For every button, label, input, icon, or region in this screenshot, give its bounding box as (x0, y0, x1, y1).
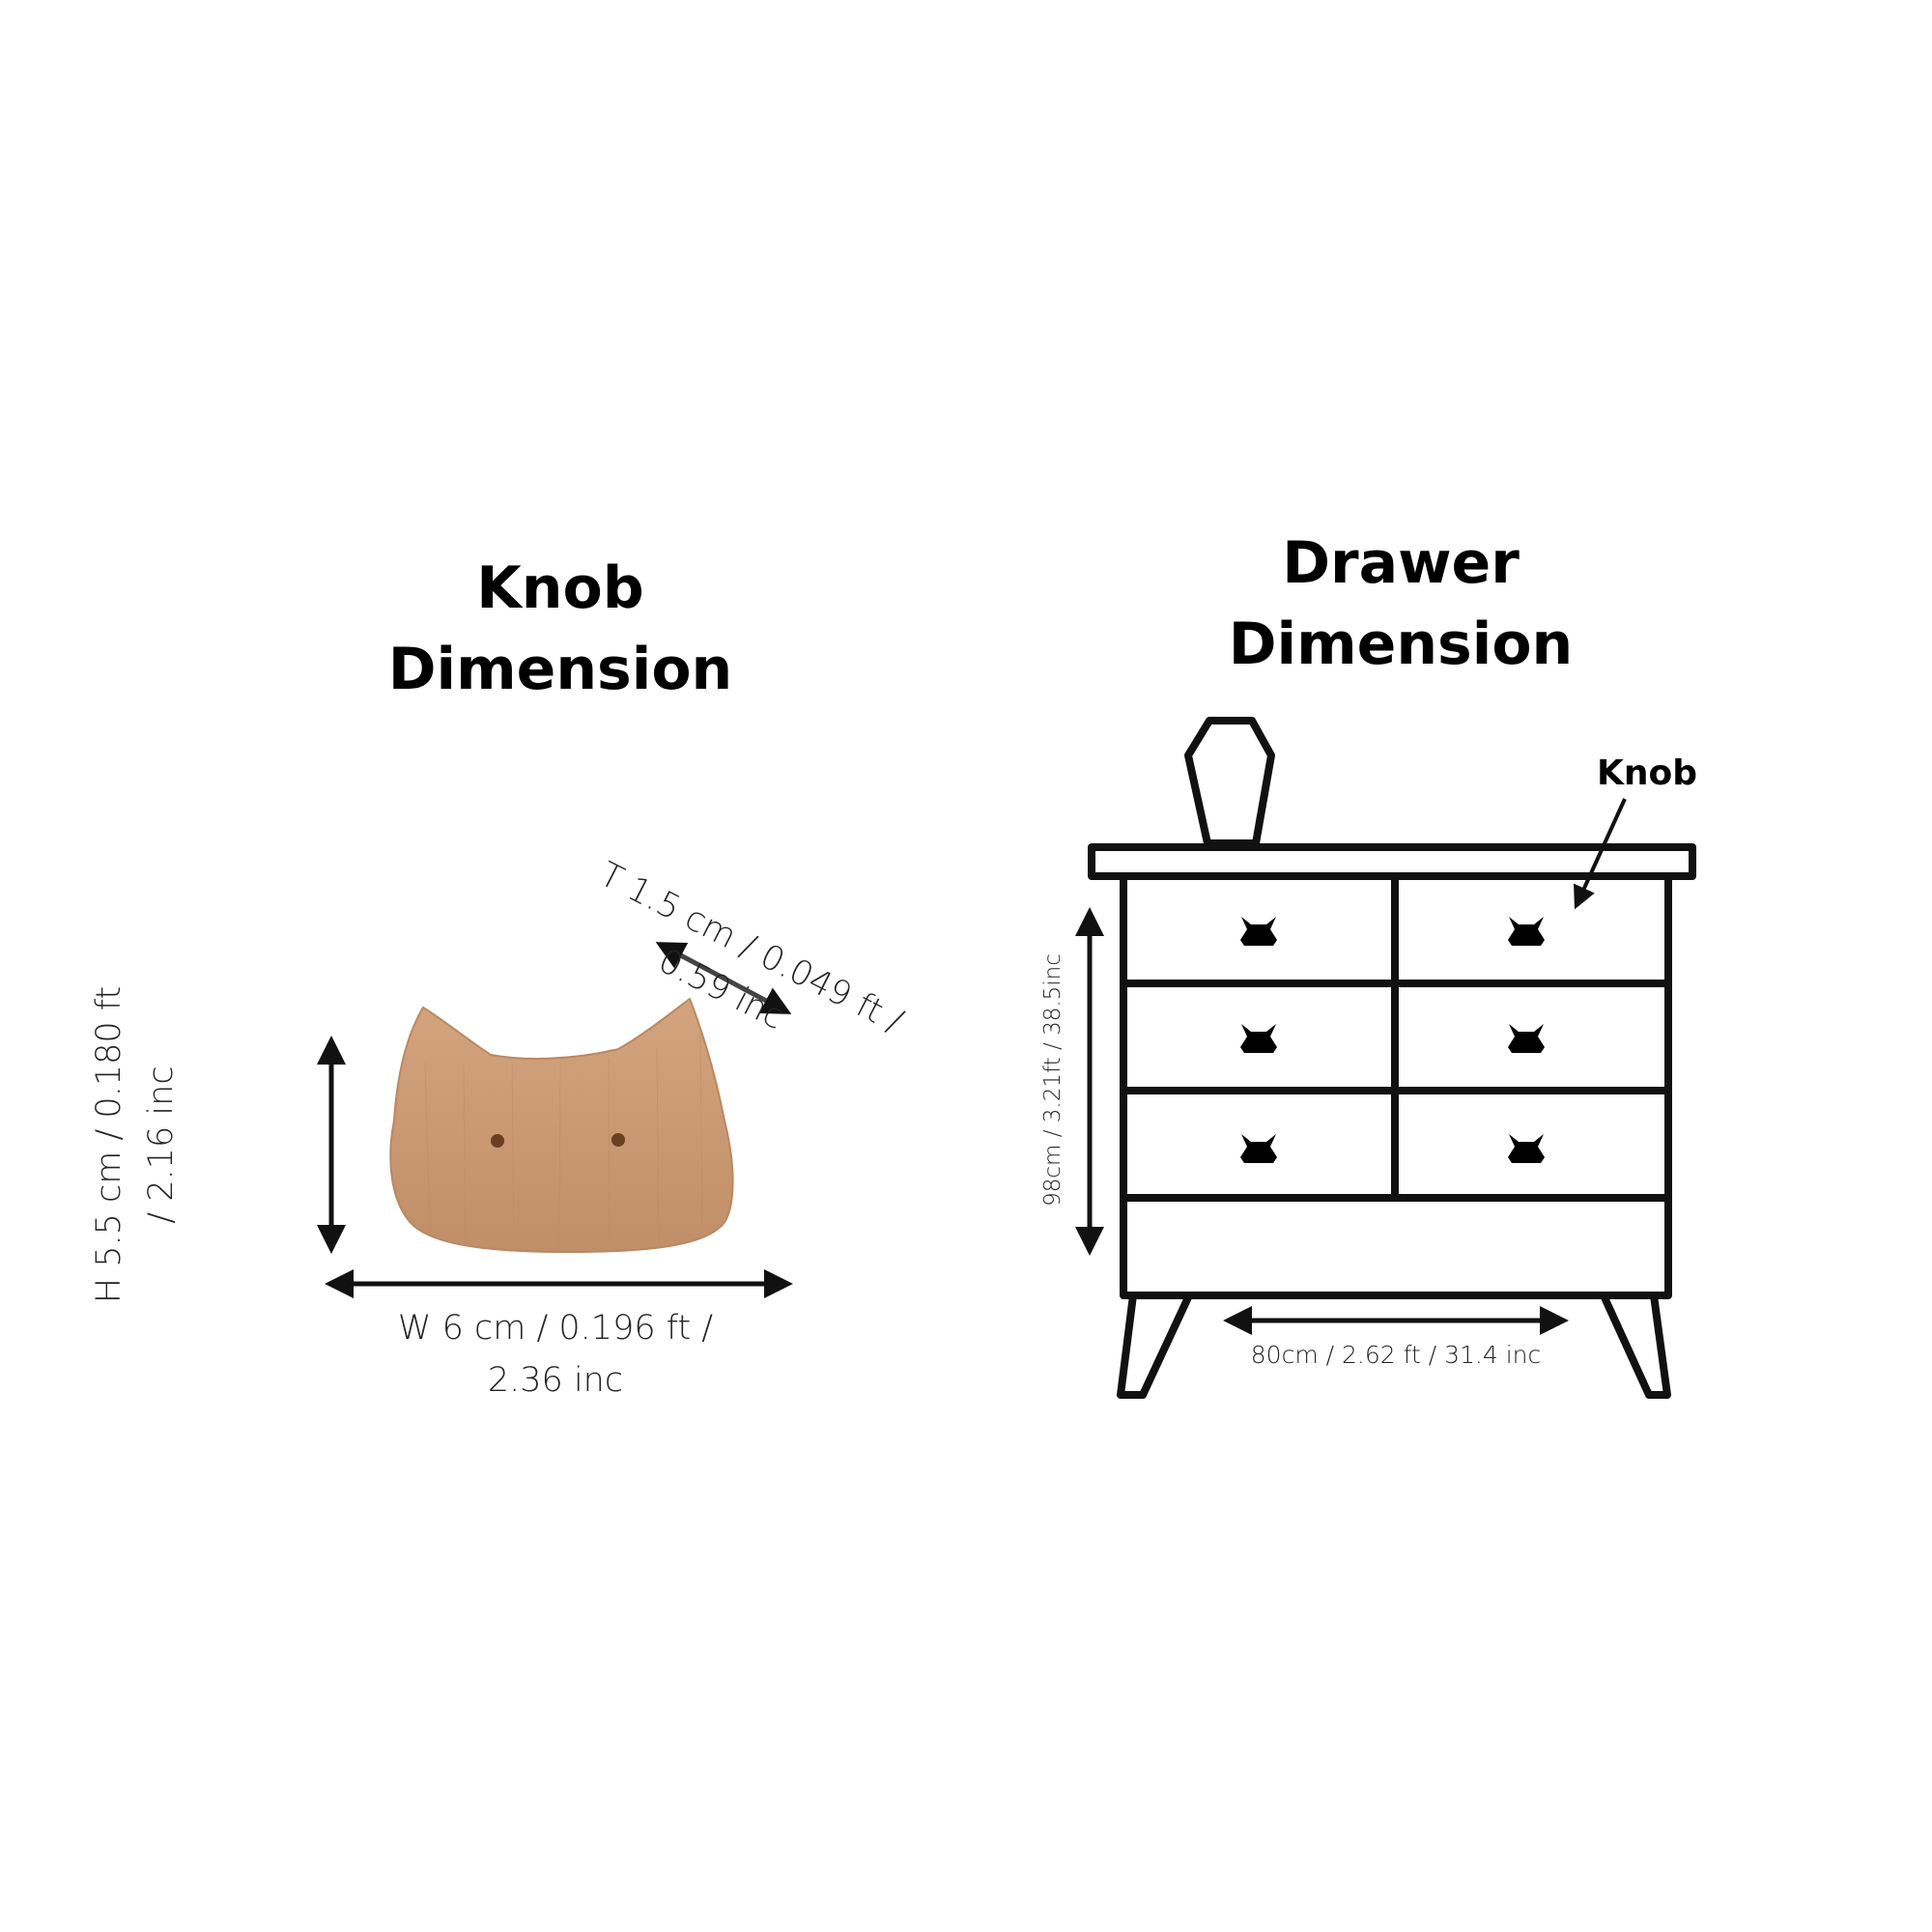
vase-icon (1184, 717, 1275, 847)
cat-knob-icon (1240, 917, 1277, 946)
cat-knob-icon (1508, 1134, 1545, 1163)
drawer-height-label: 98cm / 3.21ft / 38.5inc (1040, 953, 1065, 1207)
knob-pointer-arrow (1574, 798, 1627, 910)
drawer-knob-label: Knob (1596, 753, 1698, 793)
cat-knob-image (389, 997, 734, 1254)
knob-height-line2: / 2.16 inc (142, 1065, 181, 1224)
drawer-title: Drawer Dimension (1217, 523, 1584, 685)
knob-thickness-arrow (655, 942, 792, 1014)
drawer-title-line1: Drawer (1282, 529, 1520, 597)
cat-knob-icon (1240, 1024, 1277, 1053)
knob-title-line1: Knob (476, 554, 644, 622)
drawer-illustration (1088, 717, 1696, 1399)
knob-height-label: H 5.5 cm / 0.180 ft / 2.16 inc (83, 985, 187, 1304)
knob-title-line2: Dimension (387, 636, 733, 703)
cat-knob-icon (1240, 1134, 1277, 1163)
drawer-knob-icons (1240, 917, 1545, 1163)
drawer-title-line2: Dimension (1228, 611, 1574, 678)
cat-eye-left (491, 1134, 504, 1148)
drawer-leg-left (1117, 1293, 1193, 1399)
knob-width-line1: W 6 cm / 0.196 ft / (397, 1309, 714, 1348)
knob-height-line1: H 5.5 cm / 0.180 ft (90, 985, 128, 1304)
cat-knob-icon (1508, 1024, 1545, 1053)
cat-eye-right (611, 1133, 625, 1147)
cat-knob-icon (1508, 917, 1545, 946)
knob-title: Knob Dimension (386, 548, 734, 710)
knob-width-line2: 2.36 inc (487, 1361, 624, 1400)
drawer-leg-right (1600, 1293, 1671, 1399)
cat-knob-shape (389, 997, 734, 1254)
drawer-width-label: 80cm / 2.62 ft / 31.4 inc (1250, 1341, 1542, 1369)
knob-width-label: W 6 cm / 0.196 ft / 2.36 inc (391, 1302, 720, 1406)
